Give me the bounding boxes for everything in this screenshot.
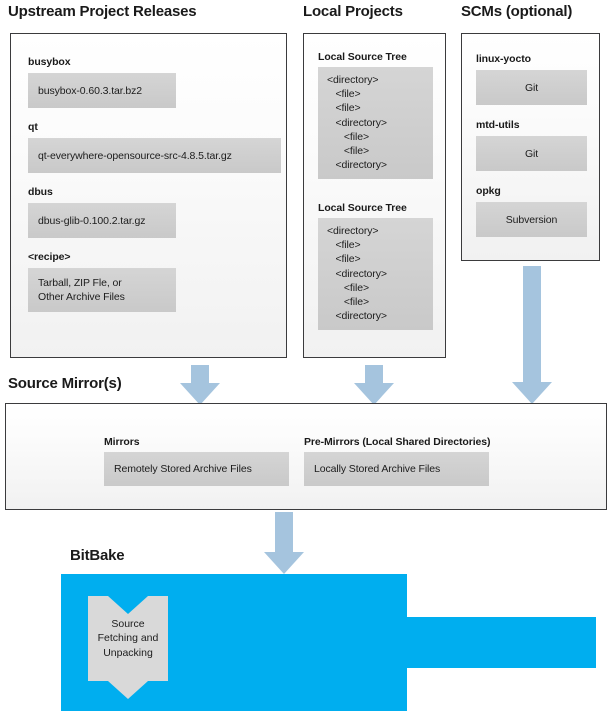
tree-line: <file> [327, 239, 361, 252]
arrow-head [354, 383, 394, 405]
tree-line: <directory> [327, 116, 387, 129]
scm-box-linux-yocto: Git [476, 70, 587, 105]
tree-line: <file> [327, 296, 369, 309]
arrow-shaft [523, 266, 541, 384]
tree-line: <directory> [327, 267, 387, 280]
group-label-mirrors: Mirrors [104, 436, 140, 448]
section-title-scms: SCMs (optional) [461, 3, 573, 20]
artifact-box-qt: qt-everywhere-opensource-src-4.8.5.tar.g… [28, 138, 281, 173]
tree-line: <file> [327, 281, 369, 294]
artifact-box-dbus: dbus-glib-0.100.2.tar.gz [28, 203, 176, 238]
tree-line: <file> [327, 102, 361, 115]
tree-line: <file> [327, 88, 361, 101]
panel-source-mirrors: Mirrors Remotely Stored Archive Files Pr… [5, 403, 607, 510]
arrow-head [512, 382, 552, 404]
fetch-line-3: Unpacking [103, 646, 153, 659]
group-label-pre-mirrors: Pre-Mirrors (Local Shared Directories) [304, 436, 491, 448]
section-title-bitbake: BitBake [70, 547, 125, 564]
arrow-head [180, 383, 220, 405]
section-title-source-mirrors: Source Mirror(s) [8, 375, 122, 392]
arrow-shaft [275, 512, 293, 554]
tree-line: <directory> [327, 74, 379, 86]
group-label-mtd-utils: mtd-utils [476, 119, 520, 131]
scm-box-opkg: Subversion [476, 202, 587, 237]
tree-line: <file> [327, 130, 369, 143]
fetch-box-bottom-point-icon [108, 681, 148, 699]
group-label-local-source-tree-2: Local Source Tree [318, 202, 407, 214]
arrow-shaft [191, 365, 209, 385]
group-label-recipe: <recipe> [28, 251, 71, 263]
source-tree-box-1: <directory> <file> <file> <directory> <f… [318, 67, 433, 179]
panel-local-projects: Local Source Tree <directory> <file> <fi… [303, 33, 446, 358]
bitbake-pipeline-bar [407, 617, 596, 668]
group-label-busybox: busybox [28, 56, 71, 68]
section-title-local-projects: Local Projects [303, 3, 403, 20]
tree-line: <directory> [327, 310, 387, 323]
arrow-upstream-to-mirrors [180, 365, 220, 405]
fetch-box-top-notch-icon [108, 596, 148, 614]
source-fetching-unpacking-text: Source Fetching and Unpacking [98, 617, 159, 661]
source-tree-box-2: <directory> <file> <file> <directory> <f… [318, 218, 433, 330]
fetch-line-2: Fetching and [97, 632, 159, 645]
arrow-shaft [365, 365, 383, 385]
recipe-line-1: Tarball, ZIP Fle, or [38, 276, 122, 289]
artifact-box-recipe: Tarball, ZIP Fle, or Other Archive Files [28, 268, 176, 312]
panel-upstream: busybox busybox-0.60.3.tar.bz2 qt qt-eve… [10, 33, 287, 358]
fetch-line-1: Source [111, 617, 145, 630]
panel-scms: linux-yocto Git mtd-utils Git opkg Subve… [461, 33, 600, 261]
scm-box-mtd-utils: Git [476, 136, 587, 171]
arrow-scms-to-mirrors [512, 266, 552, 406]
arrow-head [264, 552, 304, 574]
tree-line: <directory> [327, 225, 379, 237]
arrow-mirrors-to-bitbake [264, 512, 304, 574]
mirror-box-local: Locally Stored Archive Files [304, 452, 489, 486]
section-title-upstream: Upstream Project Releases [8, 3, 197, 20]
mirror-box-remote: Remotely Stored Archive Files [104, 452, 289, 486]
tree-line: <file> [327, 145, 369, 158]
group-label-qt: qt [28, 121, 38, 133]
artifact-box-busybox: busybox-0.60.3.tar.bz2 [28, 73, 176, 108]
tree-line: <directory> [327, 159, 387, 172]
artifact-box-recipe-text: Tarball, ZIP Fle, or Other Archive Files [28, 276, 125, 305]
tree-line: <file> [327, 253, 361, 266]
group-label-linux-yocto: linux-yocto [476, 53, 531, 65]
group-label-local-source-tree-1: Local Source Tree [318, 51, 407, 63]
group-label-dbus: dbus [28, 186, 53, 198]
group-label-opkg: opkg [476, 185, 501, 197]
recipe-line-2: Other Archive Files [38, 291, 125, 303]
arrow-local-projects-to-mirrors [354, 365, 394, 405]
